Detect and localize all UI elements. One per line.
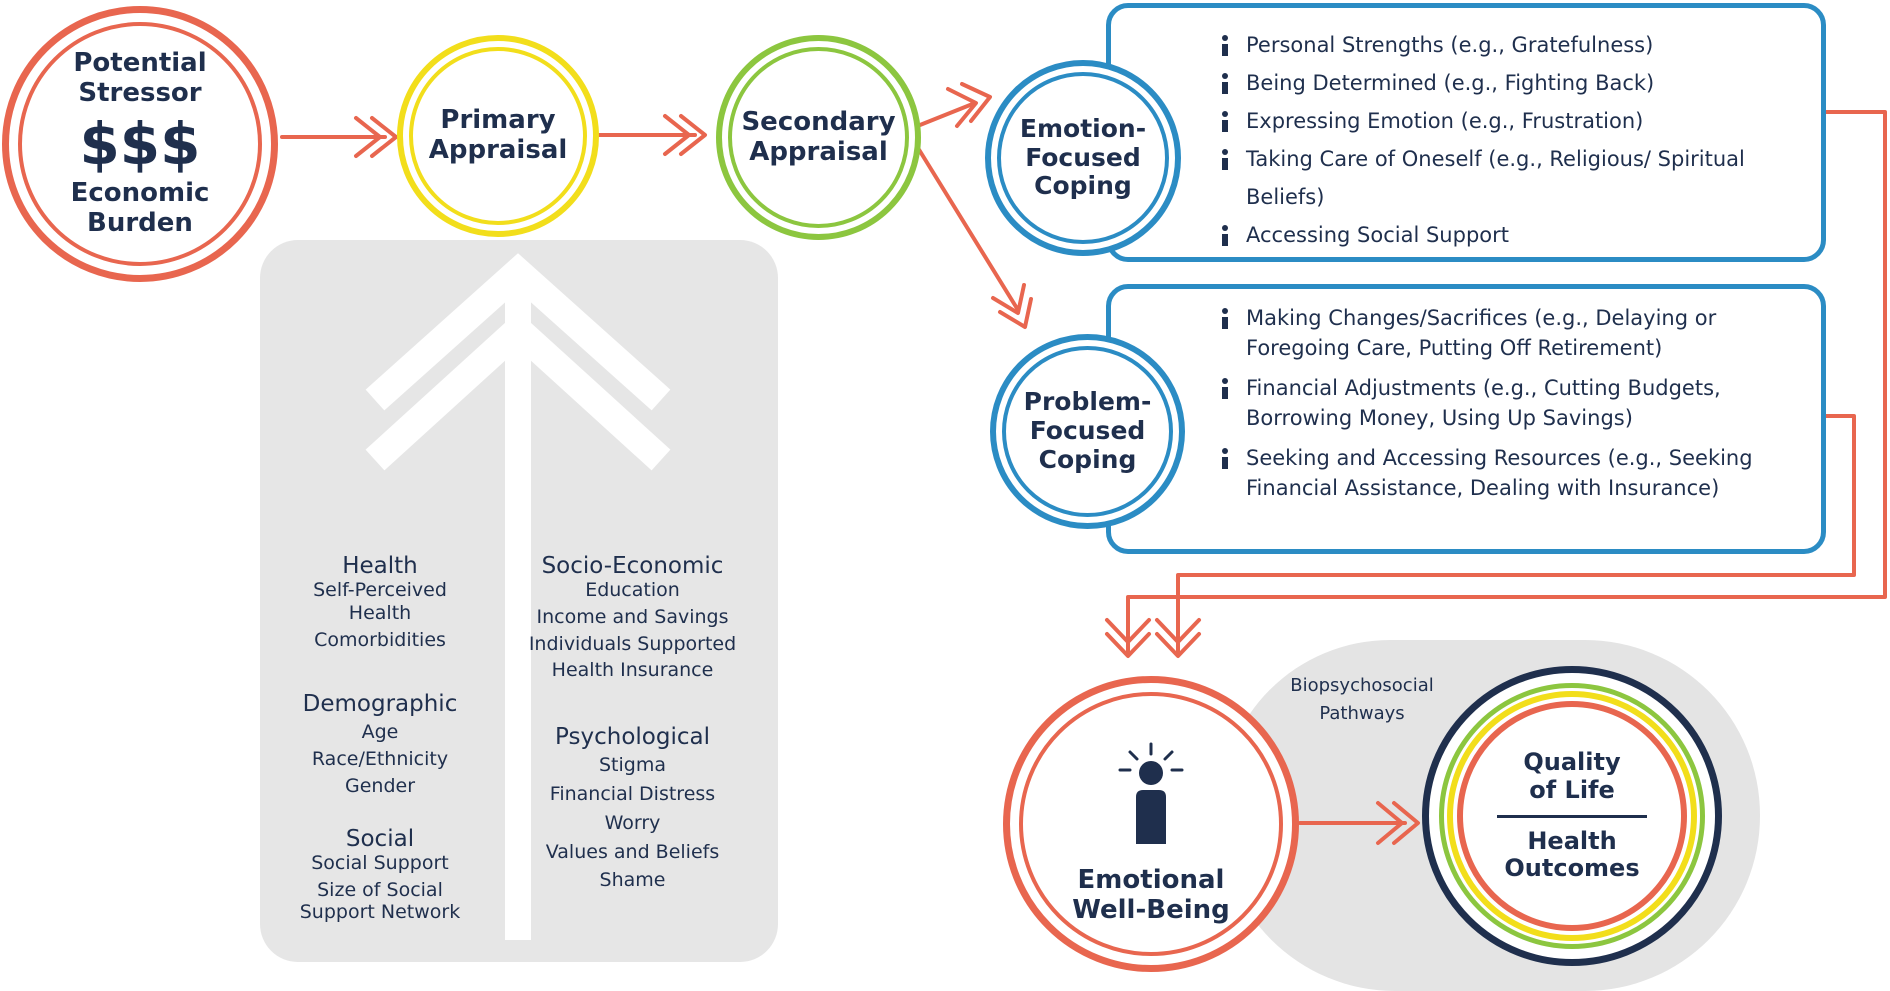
arrow-secondary-to-emotion bbox=[918, 82, 992, 128]
factor-item: Health Insurance bbox=[551, 659, 714, 682]
person-lightbulb-icon bbox=[1118, 742, 1184, 845]
primary-line1: Primary bbox=[440, 105, 556, 136]
secondary-line1: Secondary bbox=[741, 106, 896, 137]
emotion-coping-item: Taking Care of Oneself (e.g., Religious/… bbox=[1216, 140, 1816, 216]
factor-psychological: Psychological Stigma Financial Distress … bbox=[520, 724, 745, 892]
outcomes-top-line1: Quality bbox=[1523, 748, 1621, 777]
secondary-line2: Appraisal bbox=[749, 136, 888, 167]
emotion-coping-item: Being Determined (e.g., Fighting Back) bbox=[1216, 64, 1816, 102]
emotion-coping-item: Expressing Emotion (e.g., Frustration) bbox=[1216, 102, 1816, 140]
emotion-line2: Focused bbox=[1025, 142, 1141, 172]
stressor-subtitle-line1: Economic bbox=[70, 178, 210, 209]
emotion-coping-box: Personal Strengths (e.g., Gratefulness) … bbox=[1106, 3, 1826, 262]
factor-item: Race/Ethnicity bbox=[311, 748, 449, 771]
emotion-line1: Emotion- bbox=[1019, 113, 1147, 143]
problem-coping-item: Financial Adjustments (e.g., Cutting Bud… bbox=[1216, 373, 1796, 433]
connector-coping-to-wellbeing bbox=[1105, 110, 1887, 658]
problem-coping-item: Making Changes/Sacrifices (e.g., Delayin… bbox=[1216, 303, 1796, 363]
outcomes-bottom-line2: Outcomes bbox=[1504, 854, 1640, 883]
emotion-coping-item: Accessing Social Support bbox=[1216, 216, 1816, 254]
emotion-line3: Coping bbox=[1034, 171, 1132, 201]
outcomes-top-line2: of Life bbox=[1529, 775, 1615, 804]
pathways-label: Biopsychosocial Pathways bbox=[1290, 675, 1434, 724]
factor-demographic: Demographic Age Race/Ethnicity Gender bbox=[270, 691, 490, 797]
factor-heading: Psychological bbox=[555, 724, 710, 751]
factor-item: Comorbidities bbox=[314, 628, 446, 651]
dollar-signs: $$$ bbox=[79, 109, 201, 178]
primary-line2: Appraisal bbox=[428, 135, 568, 165]
factor-item: Self-Perceived bbox=[313, 579, 447, 601]
primary-appraisal-node: Primary Appraisal bbox=[397, 35, 599, 237]
factor-item: Financial Distress bbox=[549, 782, 716, 805]
problem-coping-box: Making Changes/Sacrifices (e.g., Delayin… bbox=[1106, 284, 1826, 554]
factor-heading: Socio-Economic bbox=[541, 553, 724, 579]
emotion-focused-coping-node: Emotion- Focused Coping bbox=[985, 60, 1181, 256]
factor-item: Stigma bbox=[598, 754, 666, 777]
factor-item: Worry bbox=[604, 811, 661, 834]
factor-item: Support Network bbox=[299, 901, 461, 924]
factor-socioeconomic: Socio-Economic Education Income and Savi… bbox=[520, 553, 745, 682]
potential-stressor-node: Potential Stressor $$$ Economic Burden bbox=[2, 6, 278, 282]
emotional-wellbeing-node: Emotional Well-Being bbox=[1003, 676, 1299, 972]
factor-item: Income and Savings bbox=[536, 605, 729, 628]
secondary-appraisal-node: Secondary Appraisal bbox=[716, 35, 921, 240]
stressor-subtitle-line2: Burden bbox=[87, 208, 193, 239]
factor-heading: Demographic bbox=[302, 691, 458, 718]
factor-item: Size of Social bbox=[317, 878, 443, 901]
factor-item: Shame bbox=[599, 869, 666, 892]
factor-health: Health Self-Perceived Health Comorbiditi… bbox=[270, 553, 490, 651]
problem-line3: Coping bbox=[1038, 444, 1137, 474]
stressor-title-line2: Stressor bbox=[78, 77, 202, 108]
factor-column-left: Health Self-Perceived Health Comorbiditi… bbox=[270, 553, 490, 924]
factor-item: Age bbox=[361, 721, 399, 744]
outcomes-divider bbox=[1497, 814, 1647, 818]
arrow-wellbeing-to-outcomes bbox=[1298, 801, 1420, 845]
wellbeing-line2: Well-Being bbox=[1072, 895, 1230, 925]
outcomes-node: Quality of Life Health Outcomes bbox=[1422, 666, 1722, 966]
factor-heading: Social bbox=[345, 825, 415, 852]
factor-item: Values and Beliefs bbox=[545, 840, 720, 863]
factor-item: Social Support bbox=[311, 851, 449, 874]
outcomes-bottom-line1: Health bbox=[1527, 826, 1617, 855]
factor-column-right: Socio-Economic Education Income and Savi… bbox=[520, 553, 745, 892]
emotion-coping-item: Personal Strengths (e.g., Gratefulness) bbox=[1216, 26, 1816, 64]
factor-item: Education bbox=[585, 579, 680, 601]
factor-social: Social Social Support Size of Social Sup… bbox=[270, 826, 490, 924]
problem-line1: Problem- bbox=[1023, 387, 1152, 417]
problem-focused-coping-node: Problem- Focused Coping bbox=[990, 334, 1185, 529]
factor-heading: Health bbox=[342, 553, 418, 579]
arrow-primary-to-secondary bbox=[596, 114, 707, 156]
problem-line2: Focused bbox=[1029, 416, 1146, 446]
factor-item: Health bbox=[348, 601, 412, 624]
factor-item: Individuals Supported bbox=[528, 632, 737, 655]
arrow-secondary-to-problem bbox=[916, 146, 1033, 329]
stressor-title-line1: Potential bbox=[73, 47, 207, 78]
upward-influence-arrow bbox=[365, 253, 671, 940]
arrow-stressor-to-primary bbox=[280, 116, 398, 158]
problem-coping-item: Seeking and Accessing Resources (e.g., S… bbox=[1216, 443, 1796, 503]
factor-item: Gender bbox=[344, 774, 416, 797]
wellbeing-line1: Emotional bbox=[1077, 865, 1225, 896]
